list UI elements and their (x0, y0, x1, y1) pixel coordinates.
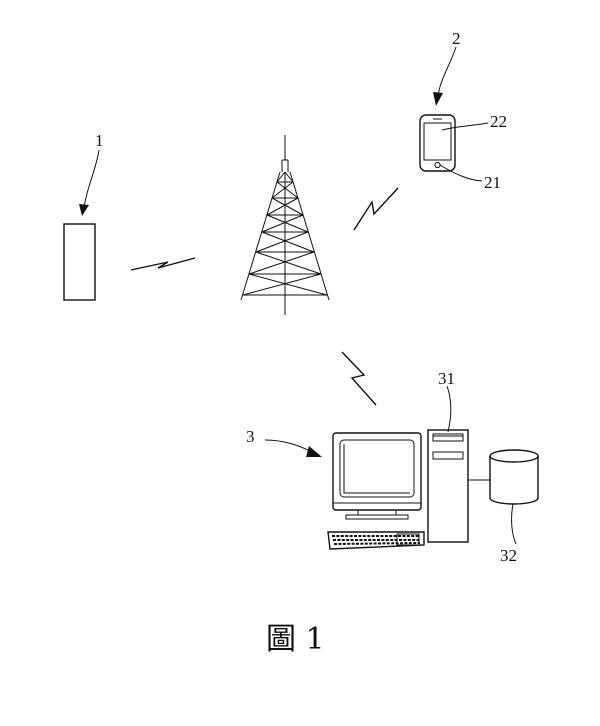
leader-line-21 (439, 164, 483, 182)
leader-line-32 (511, 503, 517, 545)
label-3: 3 (246, 427, 255, 446)
wireless-signal-2 (353, 187, 399, 231)
device-1 (63, 223, 96, 301)
label-2: 2 (452, 29, 461, 48)
label-1: 1 (95, 131, 104, 150)
mobile-phone (419, 114, 456, 172)
computer-case (427, 429, 469, 543)
leader-arrow-1 (79, 149, 100, 216)
label-22: 22 (490, 112, 507, 131)
leader-arrow-3 (264, 439, 322, 457)
leader-line-31 (446, 385, 452, 433)
wireless-signal-3 (341, 351, 377, 406)
monitor (332, 432, 422, 520)
leader-line-22 (441, 122, 489, 131)
leader-arrow-2 (433, 46, 457, 106)
keyboard (327, 531, 425, 550)
label-31: 31 (438, 369, 455, 388)
label-21: 21 (484, 173, 501, 192)
database-cylinder (489, 449, 539, 505)
figure-caption: 圖 1 (266, 622, 325, 657)
label-32: 32 (500, 546, 517, 565)
wireless-signal-1 (130, 257, 196, 271)
transmission-tower (240, 135, 330, 315)
